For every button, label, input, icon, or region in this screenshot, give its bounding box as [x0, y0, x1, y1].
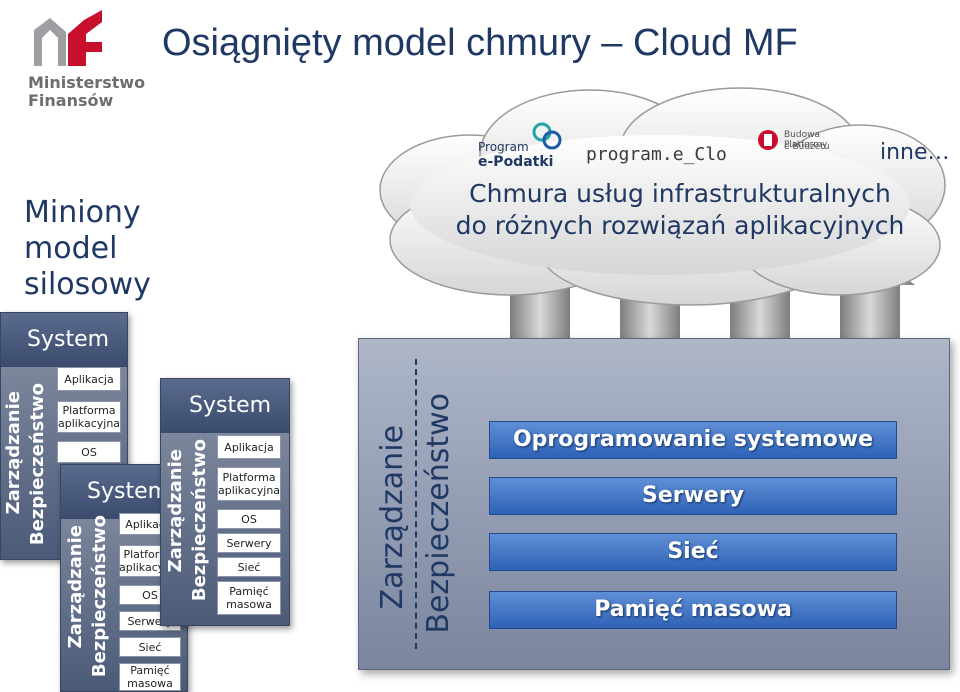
silo-label-line: Miniony	[24, 195, 141, 230]
page-title: Osiągnięty model chmury – Cloud MF	[162, 22, 798, 64]
silo-layer: Aplikacja	[57, 367, 121, 391]
ebudzet-icon	[758, 130, 778, 150]
ebudzet-logo: Budowa Platformy e-Budżetu	[756, 126, 866, 162]
silo-layer: Platforma aplikacyjna	[57, 401, 121, 433]
panel-side-management: Zarządzanie	[375, 425, 410, 610]
epodatki-top: Program	[478, 140, 529, 154]
silo-side-management: Zarządzanie	[165, 449, 186, 573]
silo-side-management: Zarządzanie	[3, 391, 24, 515]
layer-bar: Sieć	[489, 533, 897, 571]
silo-panel-3: System Zarządzanie Bezpieczeństwo Aplika…	[160, 378, 290, 626]
silo-layer: OS	[217, 509, 281, 529]
silo-layer: Sieć	[217, 557, 281, 577]
layer-bar: Serwery	[489, 477, 897, 515]
ebudzet-top: Budowa Platformy	[784, 130, 828, 150]
cloud-text-line2: do różnych rozwiązań aplikacyjnych	[455, 211, 905, 240]
panel-divider	[415, 359, 417, 649]
silo-side-security: Bezpieczeństwo	[189, 439, 210, 602]
silo-layer: Sieć	[119, 637, 181, 657]
epodatki-icon	[532, 122, 562, 150]
cloud-model-panel: Zarządzanie Bezpieczeństwo Oprogramowani…	[358, 338, 950, 670]
silo-layer: OS	[57, 441, 121, 463]
logo-line1: Ministerstwo	[28, 73, 146, 92]
silo-header: System	[1, 313, 127, 367]
epodatki-logo: Program e-Podatki	[476, 122, 562, 172]
ebudzet-bottom: e-Budżetu	[784, 142, 830, 152]
silo-layer: Serwery	[217, 533, 281, 553]
mf-logo-icon	[34, 10, 102, 66]
logo-line2: Finansów	[28, 91, 114, 110]
silo-layer: Aplikacja	[217, 435, 281, 459]
ministry-logo: Ministerstwo Finansów	[28, 8, 148, 110]
silo-side-security: Bezpieczeństwo	[89, 515, 110, 678]
cloud-text-line1: Chmura usług infrastrukturalnych	[469, 179, 891, 208]
silo-layer: Platforma aplikacyjna	[217, 467, 281, 501]
silo-side-management: Zarządzanie	[65, 525, 86, 649]
cloud-description: Chmura usług infrastrukturalnych do różn…	[420, 178, 940, 242]
cloud-shape	[379, 87, 946, 306]
layer-bar: Oprogramowanie systemowe	[489, 421, 897, 459]
layer-bar: Pamięć masowa	[489, 591, 897, 629]
silo-header: System	[161, 379, 289, 433]
cloud-other-label: inne…	[880, 140, 950, 165]
eclo-logo: program.e_Clo	[586, 144, 727, 165]
silo-label-line: model	[24, 231, 118, 266]
silo-layer: Pamięć masowa	[217, 581, 281, 615]
silo-side-security: Bezpieczeństwo	[27, 383, 48, 546]
silo-label-line: silosowy	[24, 267, 151, 302]
silo-model-label: Miniony model silosowy	[24, 195, 151, 303]
panel-side-security: Bezpieczeństwo	[421, 393, 456, 634]
silo-layer: Pamięć masowa	[119, 663, 181, 691]
epodatki-bottom: e-Podatki	[478, 154, 554, 170]
